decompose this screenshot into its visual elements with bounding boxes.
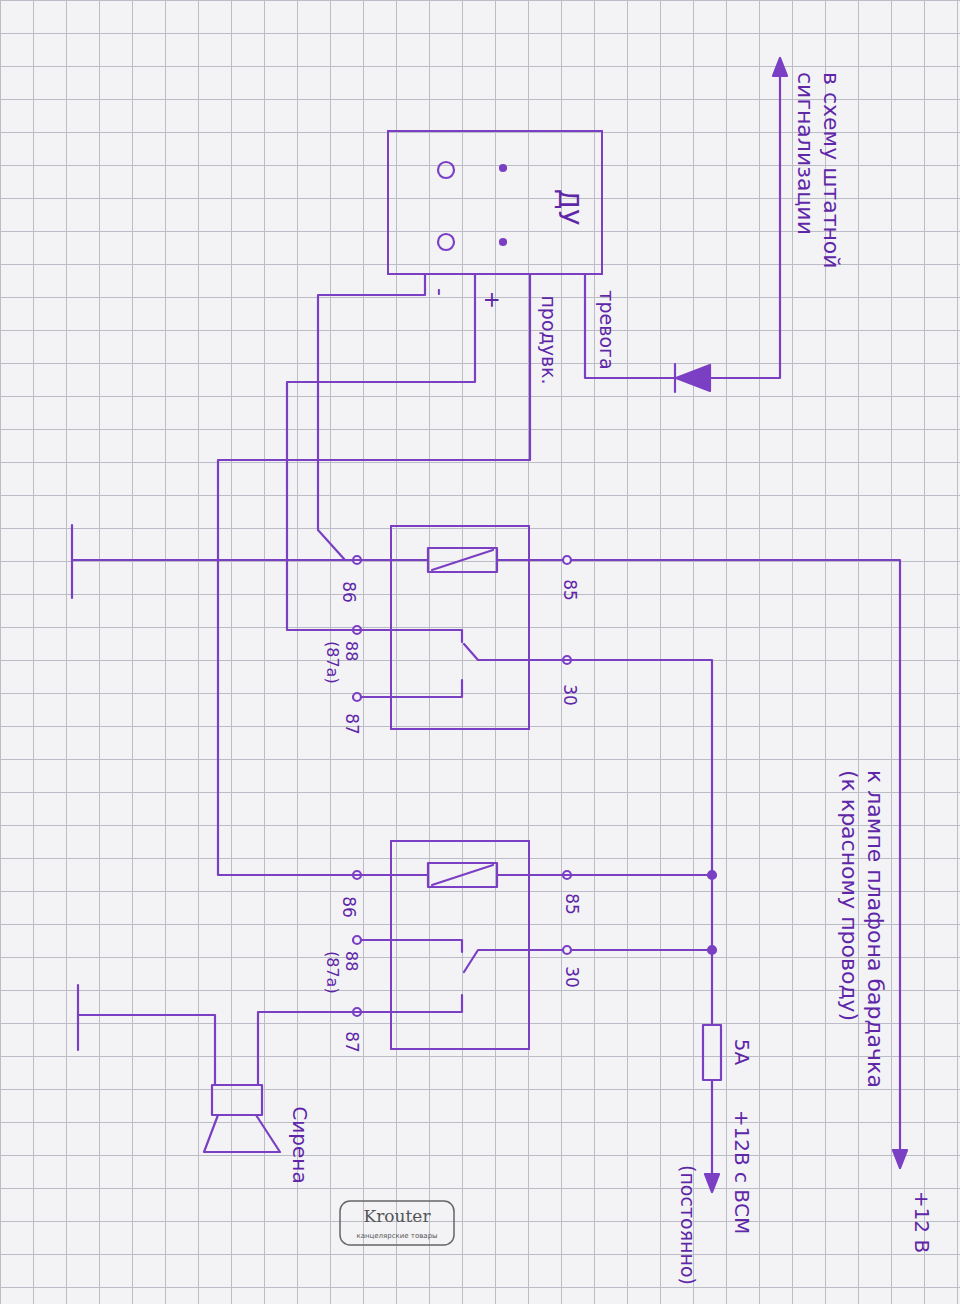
wire-connector: [530, 660, 712, 875]
diode-bar: [674, 364, 676, 392]
polarity-sign: -: [427, 288, 453, 296]
arrow-head: [893, 1150, 907, 1168]
supply-wire: [711, 1080, 713, 1182]
wire-connector: [287, 275, 475, 630]
voltage-label: +12 В: [910, 1191, 934, 1253]
note-text: (постоянно): [677, 1165, 700, 1285]
signal-name: тревога: [596, 290, 619, 369]
control-unit-box: ДУ: [387, 130, 603, 275]
pin-number: 87: [342, 1031, 362, 1053]
pin: [353, 693, 361, 701]
relay-lead: [497, 559, 563, 561]
button-circle: [438, 162, 454, 178]
pin-number: 30: [560, 684, 580, 706]
watermark: канцелярские товары: [356, 1232, 437, 1240]
button-circle: [438, 234, 454, 250]
relay-contact: [361, 680, 462, 697]
arrow-head: [705, 1174, 719, 1192]
wire-connector: [218, 275, 530, 875]
voltage-label: +12В с ВСМ: [730, 1110, 754, 1235]
relay-switch: [464, 644, 563, 660]
relay-contact: [361, 940, 462, 952]
siren-node: Сирена: [198, 1085, 318, 1203]
relay-coil: [432, 865, 493, 885]
pin-number: 88 (87а): [323, 641, 361, 693]
pin-number: 85: [560, 579, 580, 601]
relay-box: 8688 (87а)878530: [390, 840, 530, 1050]
relay-contact: [361, 995, 462, 1012]
fuse-symbol: [703, 1025, 721, 1080]
wire-connector: [258, 1012, 390, 1085]
pin-number: 85: [562, 893, 582, 915]
siren-symbol: [204, 1115, 280, 1152]
pin-number: 86: [339, 581, 359, 603]
pin: [353, 936, 361, 944]
unit-name: ДУ: [551, 189, 582, 225]
pin-number: 87: [342, 713, 362, 735]
diode-symbol: [676, 365, 710, 391]
alarm-wire: [585, 70, 780, 378]
led-dot: [500, 239, 506, 245]
ground-wire: [78, 1015, 215, 1085]
watermark: Krouter: [363, 1206, 430, 1226]
wire-connector: [318, 275, 425, 560]
component-name: Сирена: [288, 1106, 312, 1183]
arrow-head: [773, 58, 787, 76]
note-text: в схему штатной сигнализации: [792, 72, 845, 372]
lamp-wire: [571, 560, 900, 1158]
relay-coil: [428, 863, 497, 887]
pin-number: 30: [562, 966, 582, 988]
ground-wire: [72, 559, 353, 561]
junction-dot: [708, 946, 716, 954]
ground-symbol: [77, 985, 79, 1050]
bus-wire: [571, 949, 712, 951]
ground-symbol: [71, 525, 73, 598]
relay-switch: [464, 950, 563, 972]
relay-coil: [432, 550, 493, 570]
relay-contact: [361, 630, 462, 642]
pin-number: 88 (87а): [323, 951, 361, 1003]
led-dot: [500, 165, 506, 171]
pin: [563, 556, 571, 564]
signal-name: продувк.: [538, 295, 561, 384]
fuse-rating: 5А: [730, 1039, 754, 1065]
note-text: к лампе плафона бардачка (к красному про…: [836, 770, 889, 1100]
siren-symbol: [212, 1085, 262, 1115]
polarity-sign: +: [479, 291, 505, 309]
watermark-frame: [340, 1201, 454, 1245]
relay-coil: [428, 548, 497, 572]
relay-box: 8688 (87а)878530: [390, 525, 530, 730]
pin: [563, 946, 571, 954]
pin-number: 86: [339, 896, 359, 918]
